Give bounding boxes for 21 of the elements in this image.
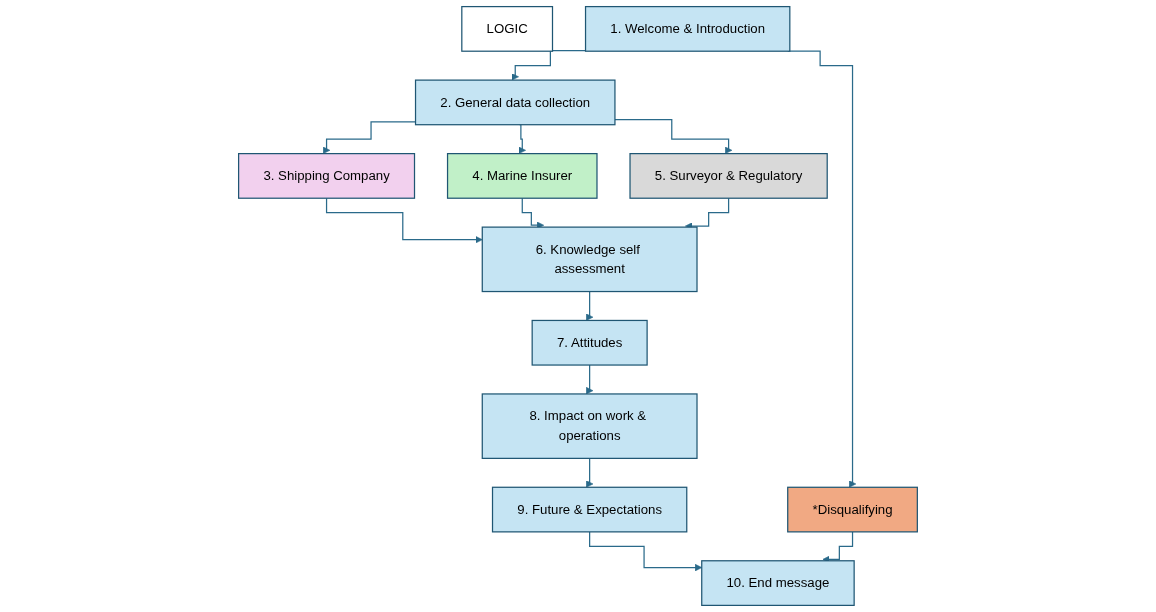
node-box: 8. Impact on work & operations bbox=[481, 393, 698, 459]
arrow bbox=[586, 364, 594, 395]
arrow bbox=[586, 457, 594, 488]
node-box: 10. End message bbox=[701, 560, 855, 606]
node-box: 5. Surveyor & Regulatory bbox=[629, 153, 828, 199]
arrow bbox=[518, 124, 526, 154]
arrow bbox=[511, 50, 587, 81]
node-box: *Disqualifying bbox=[787, 486, 918, 533]
arrow bbox=[586, 290, 594, 321]
node-box: 4. Marine Insurer bbox=[446, 153, 598, 199]
arrow bbox=[521, 197, 545, 229]
node-box: 3. Shipping Company bbox=[238, 153, 416, 199]
node-box: 7. Attitudes bbox=[531, 319, 648, 366]
node-box: 9. Future & Expectations bbox=[491, 486, 688, 533]
arrow bbox=[685, 197, 730, 230]
node-box: LOGIC bbox=[461, 6, 554, 52]
arrow bbox=[325, 197, 483, 244]
arrow bbox=[614, 118, 733, 154]
node-box: 6. Knowledge self assessment bbox=[481, 226, 698, 293]
node-box: 1. Welcome & Introduction bbox=[584, 6, 791, 52]
node-box: 2. General data collection bbox=[414, 79, 616, 126]
